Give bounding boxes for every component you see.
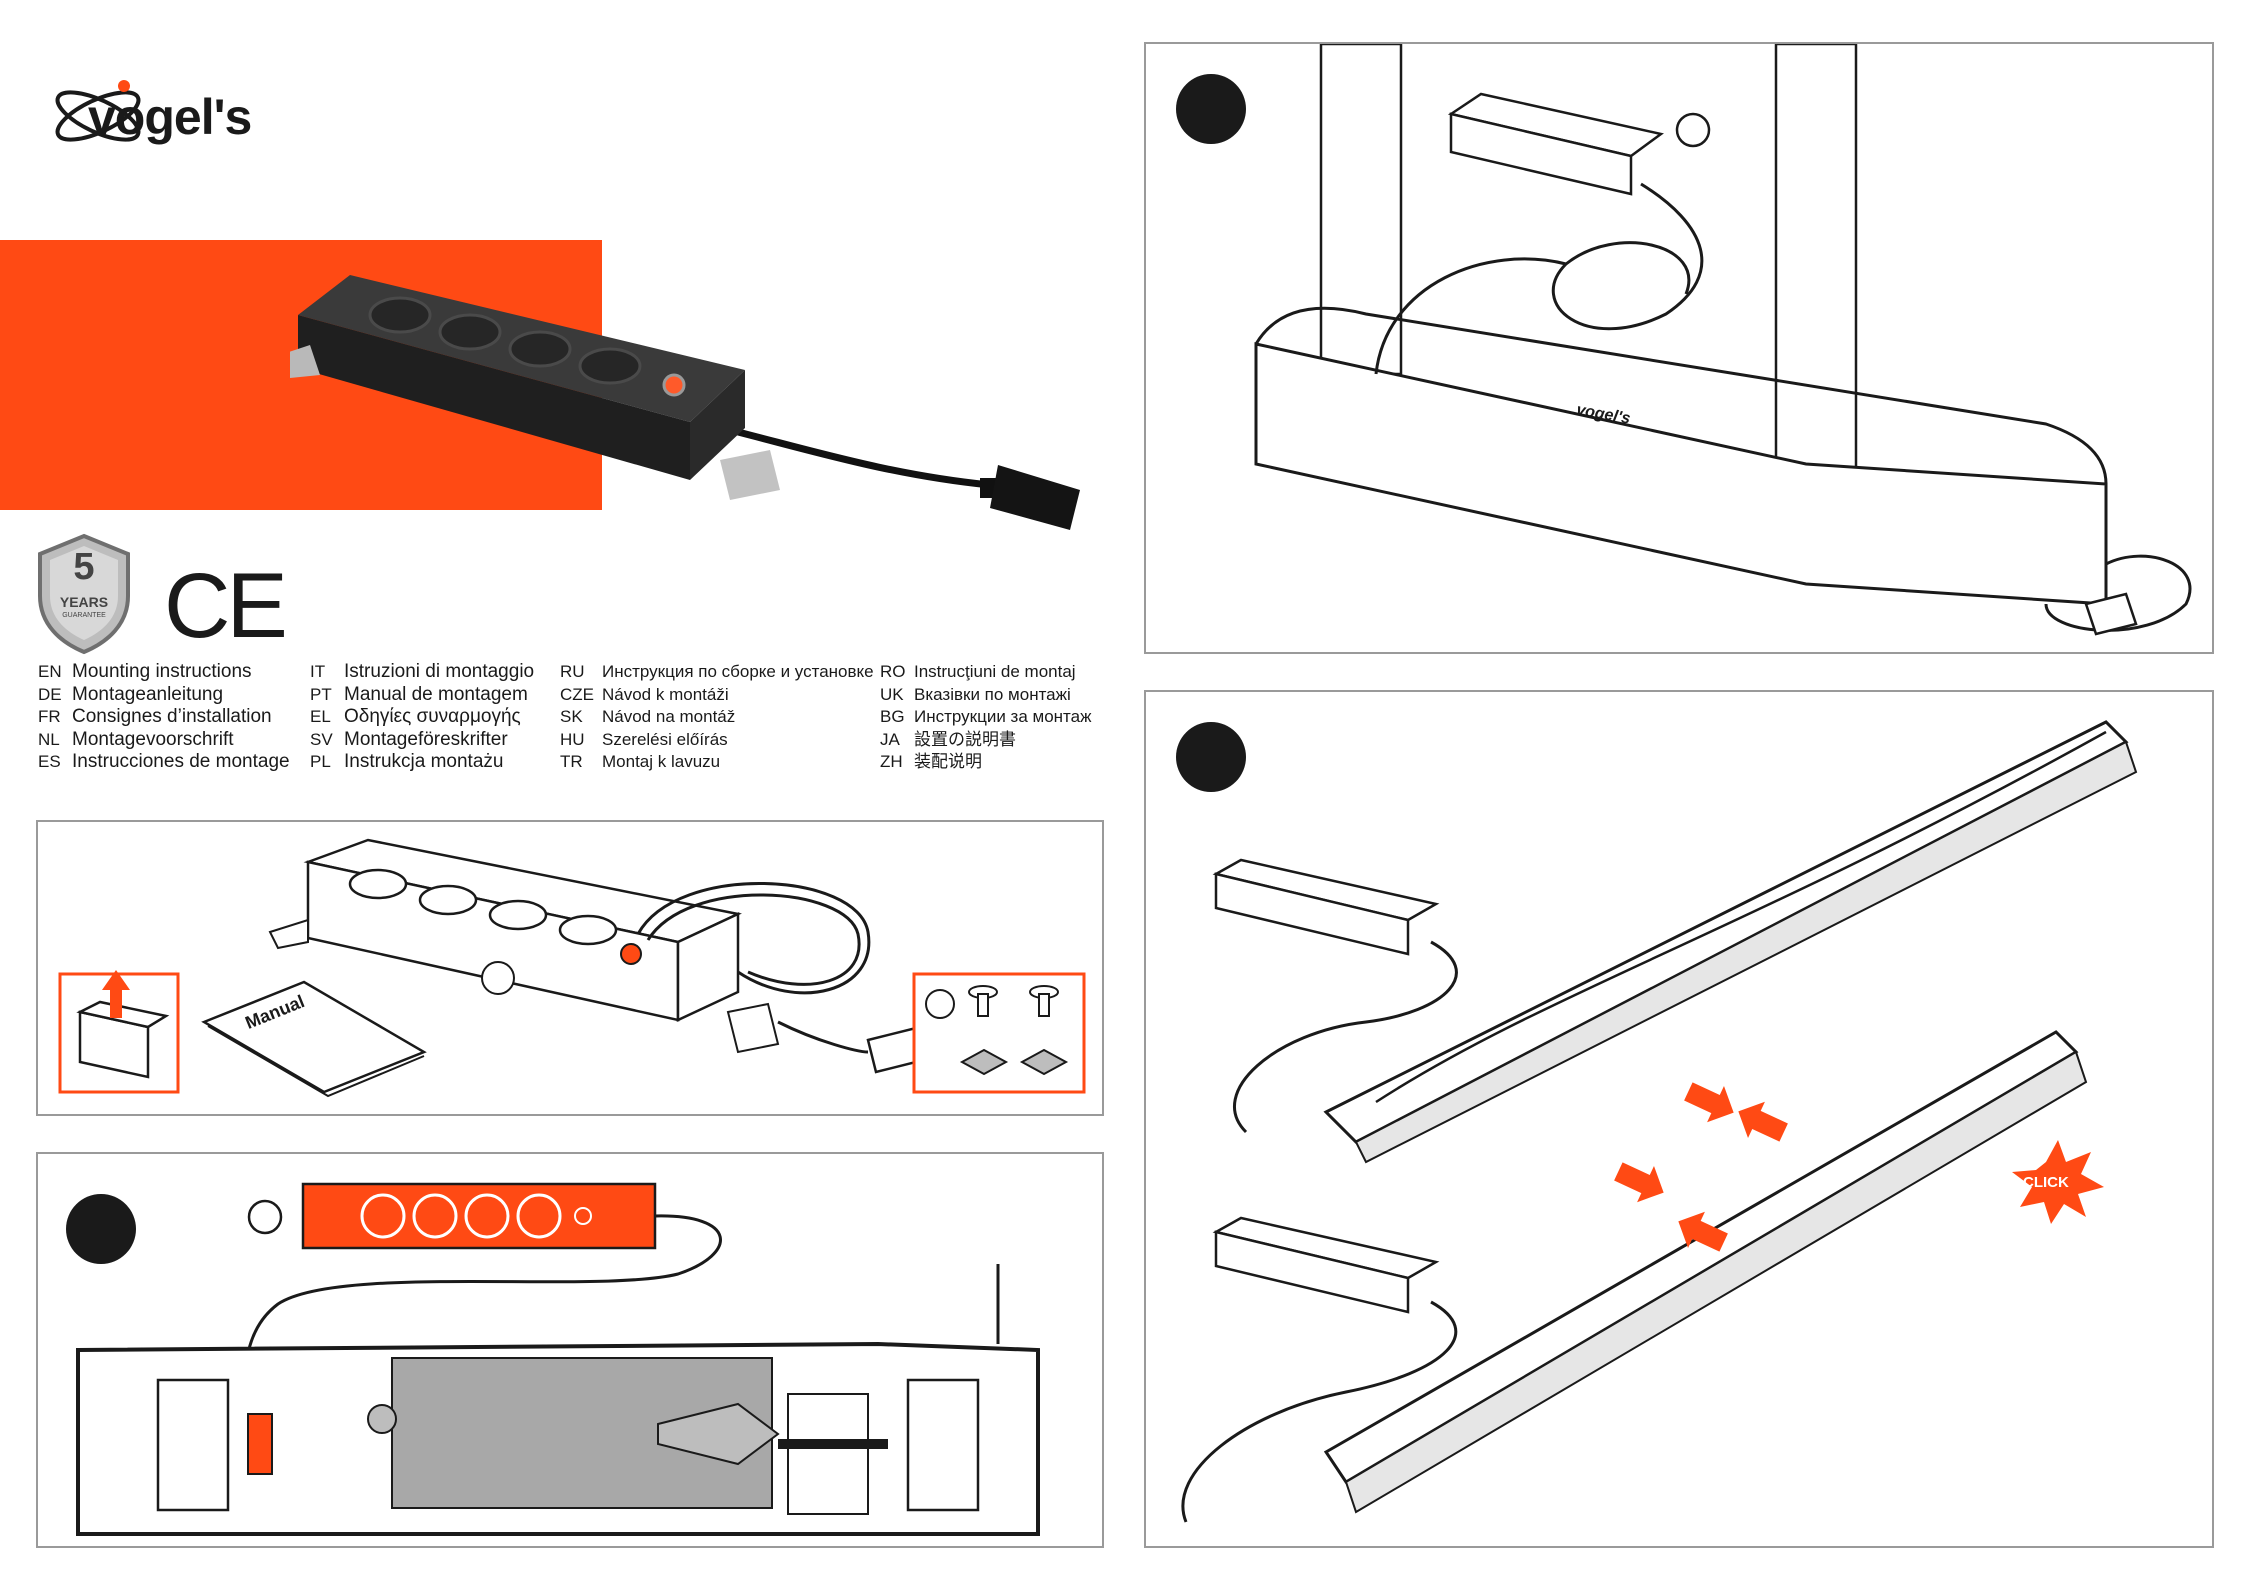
parts-panel: Manual [36, 820, 1104, 1116]
hero-product-image [290, 260, 1110, 530]
parts-illustration [58, 838, 1086, 1098]
guarantee-badge: 5 YEARS GUARANTEE [34, 532, 134, 656]
guarantee-sub: GUARANTEE [62, 612, 106, 619]
stand-panel: vogel's [1144, 42, 2214, 654]
logo-orbit-icon [55, 80, 141, 142]
step-1-marker [66, 1194, 136, 1264]
step-3-panel: CLICK [1144, 690, 2214, 1548]
brand-wordmark: vogel's [88, 89, 252, 145]
step-3-marker [1176, 722, 1246, 792]
power-strip-photo [290, 275, 1080, 530]
stand-step-marker [1176, 74, 1246, 144]
shield-icon [38, 533, 130, 655]
guarantee-years-number: 5 [73, 546, 95, 588]
guarantee-years-word: YEARS [59, 594, 109, 610]
step-3-illustration [1181, 720, 2138, 1523]
stand-illustration [1254, 44, 2192, 636]
step-1-illustration [76, 1182, 1040, 1536]
brand-logo: vogel's [36, 68, 306, 168]
ce-mark: CE [164, 555, 288, 657]
step-1-panel [36, 1152, 1104, 1548]
click-label: CLICK [2023, 1174, 2069, 1191]
